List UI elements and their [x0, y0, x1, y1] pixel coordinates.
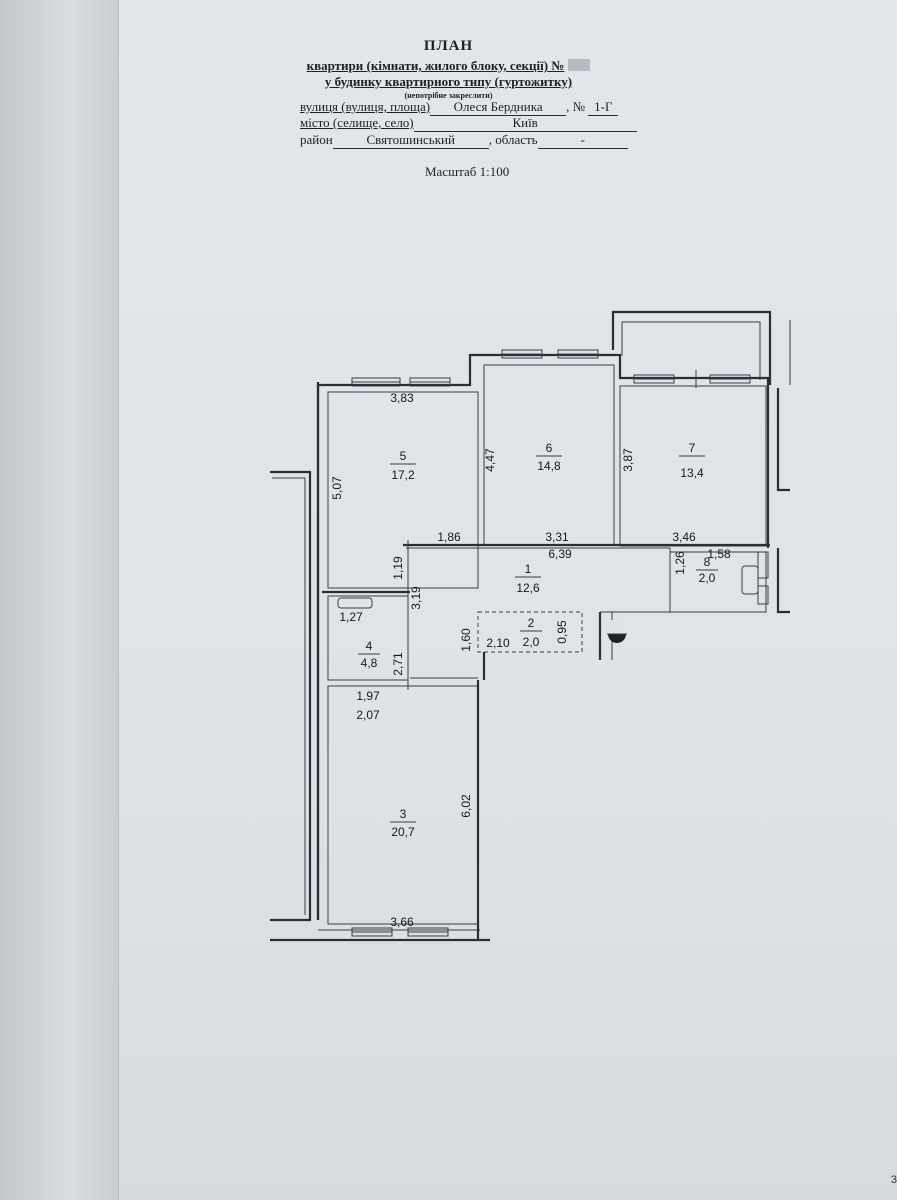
dim-label: 3,83: [390, 391, 414, 405]
city-line: місто (селище, село)Київ: [300, 115, 637, 132]
dim-label: 1,26: [673, 551, 687, 575]
room-area: 2,0: [699, 571, 716, 585]
room-area: 4,8: [361, 656, 378, 670]
oblast-value: -: [537, 132, 628, 149]
street-value: Олеся Бердника: [430, 99, 567, 116]
room-number: 8: [704, 555, 711, 569]
subtitle-text: квартири (кімнати, жилого блоку, секції)…: [306, 58, 565, 73]
plan-scale: Масштаб 1:100: [425, 164, 510, 179]
district-label: район: [300, 132, 333, 147]
left-page-edge: [0, 0, 120, 1200]
dim-label: 2,71: [391, 652, 405, 676]
oblast-label: , область: [488, 132, 538, 147]
room-number: 2: [528, 616, 535, 630]
room-number: 3: [400, 807, 407, 821]
dim-label: 4,47: [483, 448, 497, 472]
dim-label: 6,02: [459, 794, 473, 818]
strike-note: (непотрібне закреслити): [404, 91, 493, 100]
window-markers: [351, 349, 751, 937]
room-area: 13,4: [680, 466, 704, 480]
dim-label: 6,39: [548, 547, 572, 561]
room-number: 7: [689, 441, 696, 455]
dimension-labels: 3,83 4,47 3,87 5,07 1,86 3,31 3,46 6,39 …: [330, 391, 731, 929]
dim-label: 2,07: [356, 708, 380, 722]
dim-label: 1,58: [707, 547, 731, 561]
room-number: 4: [366, 639, 373, 653]
room-area: 12,6: [516, 581, 540, 595]
dim-label: 1,86: [437, 530, 461, 544]
room-area: 14,8: [537, 459, 561, 473]
page-corner-number: 3: [890, 1174, 897, 1186]
dim-label: 3,66: [390, 915, 414, 929]
document-subtitle: квартири (кімнати, жилого блоку, секції)…: [0, 58, 897, 74]
number-label: №: [572, 99, 586, 114]
building-type-line: у будинку квартирного типу (гуртожитку): [324, 74, 573, 89]
document-title: ПЛАН: [423, 38, 474, 54]
dim-label: 1,97: [356, 689, 380, 703]
room-labels: 5 17,2 6 14,8 7 13,4 1 12,6 2 2,0 8 2,0 …: [358, 441, 718, 839]
dim-label: 3,19: [409, 586, 423, 610]
room-number: 5: [400, 449, 407, 463]
street-line: вулиця (вулиця, площа)Олеся Бердника, № …: [300, 99, 619, 116]
dim-label: 1,27: [339, 610, 363, 624]
number-value: 1-Г: [588, 99, 619, 116]
district-value: Святошинський: [332, 132, 489, 149]
document-page: [118, 0, 897, 1200]
room-area: 2,0: [523, 635, 540, 649]
floor-plan-walls: [270, 310, 791, 942]
room-area: 20,7: [391, 825, 415, 839]
dim-label: 3,87: [621, 448, 635, 472]
city-value: Київ: [413, 115, 637, 132]
room-number: 1: [525, 562, 532, 576]
city-label: місто (селище, село): [300, 115, 414, 130]
redacted-number: [568, 59, 591, 71]
dim-label: 1,60: [459, 628, 473, 652]
dim-label: 5,07: [330, 476, 344, 500]
room-area: 17,2: [391, 468, 415, 482]
dim-label: 2,10: [486, 636, 510, 650]
dim-label: 3,46: [672, 530, 696, 544]
street-label: вулиця (вулиця, площа): [300, 99, 431, 114]
room-number: 6: [546, 441, 553, 455]
dim-label: 0,95: [555, 620, 569, 644]
dim-label: 1,19: [391, 556, 405, 580]
dim-label: 3,31: [545, 530, 569, 544]
